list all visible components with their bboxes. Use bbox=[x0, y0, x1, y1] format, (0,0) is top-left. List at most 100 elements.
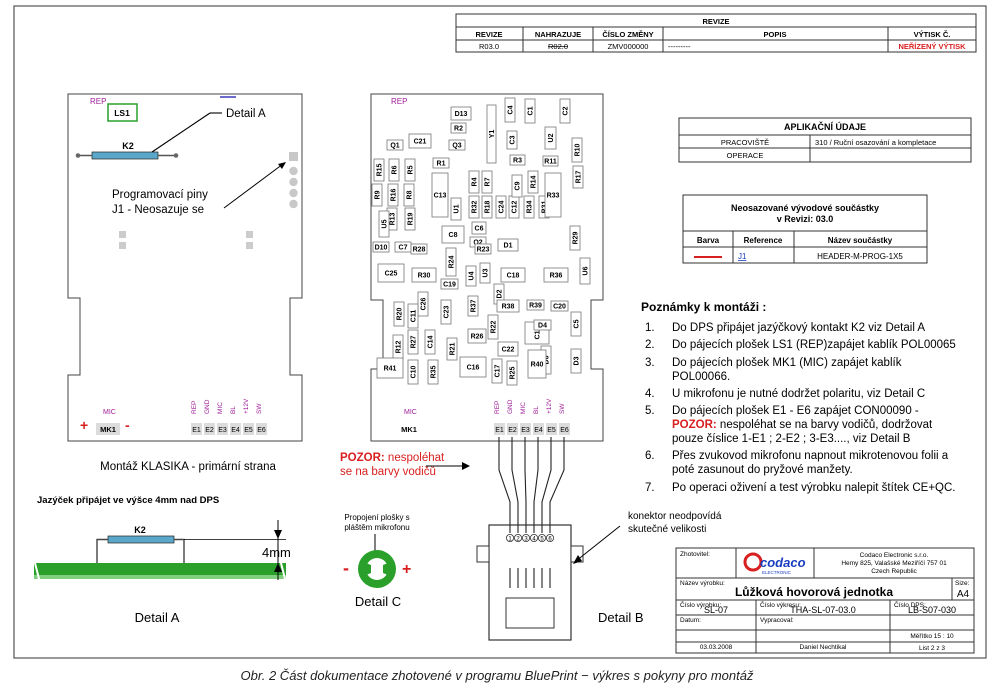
left-pad-e-6: E6 bbox=[257, 427, 266, 434]
component-c22: C22 bbox=[502, 347, 515, 354]
dim-label: 4mm bbox=[262, 545, 291, 560]
component-r22: R22 bbox=[491, 320, 498, 333]
tb-scale-label: Měřítko bbox=[910, 633, 932, 640]
left-detail-a-label: Detail A bbox=[226, 108, 266, 120]
component-c8: C8 bbox=[449, 232, 458, 239]
component-c25-body bbox=[377, 263, 405, 283]
component-r27: R27 bbox=[411, 335, 418, 348]
detail-b-arrowhead bbox=[462, 462, 470, 470]
center-pad-e-3: E3 bbox=[521, 427, 530, 434]
note-5-text-3: pouze číslice 1-E1 ; 2-E2 ; 3-E3...., vi… bbox=[672, 433, 911, 445]
left-board-outline bbox=[67, 93, 303, 442]
component-r28-body bbox=[410, 243, 428, 255]
center-pad-label-2: GND bbox=[507, 399, 514, 414]
component-d6: D6 bbox=[544, 355, 551, 364]
tb-company-3: Czech Republic bbox=[871, 568, 917, 575]
detail-b-pin-2: 2 bbox=[516, 537, 520, 543]
component-r6: R6 bbox=[392, 165, 399, 174]
detail-b-pin-5-circle bbox=[538, 534, 547, 543]
component-c11-body bbox=[407, 303, 419, 329]
component-u5: U5 bbox=[382, 219, 389, 228]
left-mount-holes bbox=[119, 231, 253, 249]
left-minus: - bbox=[125, 417, 130, 433]
ls1-label: LS1 bbox=[114, 108, 130, 118]
component-c7: C7 bbox=[399, 245, 408, 252]
component-r35: R35 bbox=[431, 365, 438, 378]
prog-pins-label-2: J1 - Neosazuje se bbox=[112, 204, 204, 216]
center-pad-e-4: E4 bbox=[534, 427, 543, 434]
component-c9-body bbox=[511, 174, 523, 198]
component-r9-body bbox=[371, 183, 383, 207]
dim-arrow-bottom bbox=[274, 563, 282, 572]
tb-size-label: Size: bbox=[955, 580, 970, 587]
component-r10: R10 bbox=[575, 143, 582, 156]
detail-b-pin-3: 3 bbox=[524, 537, 528, 543]
component-r2: R2 bbox=[454, 126, 463, 133]
left-pad-label-6: SW bbox=[256, 403, 263, 414]
component-r20: R20 bbox=[397, 307, 404, 320]
center-pad-e-2: E2 bbox=[508, 427, 517, 434]
detail-c-label: Detail C bbox=[355, 594, 401, 609]
component-d13-body bbox=[450, 106, 472, 121]
component-c12: C12 bbox=[512, 200, 519, 213]
component-r39: R39 bbox=[529, 303, 542, 310]
detail-b-pin-4: 4 bbox=[532, 537, 536, 543]
component-r36-body bbox=[543, 267, 569, 283]
note-5-warn-rest: nespoléhat se na barvy vodičů, dodržovat bbox=[717, 419, 933, 431]
application-label-operace: OPERACE bbox=[727, 151, 764, 160]
connector-neck-left bbox=[476, 545, 490, 563]
connector-note-arrowhead bbox=[573, 555, 582, 564]
revision-header-cislo: ČÍSLO ZMĚNY bbox=[602, 30, 653, 39]
left-caption: Montáž KLASIKA - primární strana bbox=[100, 461, 276, 473]
revision-value-cislo: ZMV000000 bbox=[608, 42, 649, 51]
detail-b-pin-4-circle bbox=[530, 534, 539, 543]
component-r34: R34 bbox=[527, 200, 534, 213]
component-r24-body bbox=[445, 247, 457, 277]
unmounted-title-2: v Revizi: 03.0 bbox=[777, 214, 834, 224]
component-r8: R8 bbox=[407, 190, 414, 199]
detail-a-break-right bbox=[279, 558, 287, 584]
component-r16-body bbox=[387, 183, 399, 207]
component-c11: C11 bbox=[411, 310, 418, 323]
note-3-num: 3. bbox=[645, 357, 655, 369]
note-5-text-1: Do pájecích plošek E1 - E6 zapájet CON00… bbox=[672, 405, 919, 417]
unmounted-part-name: HEADER-M-PROG-1X5 bbox=[817, 252, 903, 261]
assembly-notes: Poznámky k montáži : 1. Do DPS připájet … bbox=[641, 300, 956, 494]
component-r23: R23 bbox=[477, 247, 490, 254]
component-c8-body bbox=[441, 225, 465, 244]
center-pad-label-5: +12V bbox=[546, 398, 553, 414]
detail-a-label: Detail A bbox=[135, 610, 180, 625]
tb-logo-mark bbox=[743, 552, 763, 572]
component-c13: C13 bbox=[434, 193, 447, 200]
component-r34-body bbox=[523, 195, 535, 219]
revision-value-revize: R03.0 bbox=[479, 42, 499, 51]
component-q3-body bbox=[448, 139, 466, 151]
tb-author-label: Vypracoval: bbox=[760, 617, 794, 624]
component-r22-body bbox=[487, 314, 499, 340]
detail-a-break-left bbox=[33, 558, 41, 584]
center-pad-3 bbox=[520, 423, 531, 435]
detail-b-pin-2-circle bbox=[514, 534, 523, 543]
center-pad-4 bbox=[533, 423, 544, 435]
left-k2-reed bbox=[91, 151, 159, 160]
component-r18-body bbox=[481, 195, 493, 219]
component-r37: R37 bbox=[471, 299, 478, 312]
note-3-text-1: Do pájecích plošek MK1 (MIC) zapájet kab… bbox=[672, 357, 902, 369]
component-r17-body bbox=[572, 165, 584, 189]
revision-value-vytisk: NEŘÍZENÝ VÝTISK bbox=[898, 42, 966, 51]
center-mk1-label: MK1 bbox=[401, 425, 417, 434]
revision-header-vytisk: VÝTISK Č. bbox=[914, 30, 951, 39]
left-mk1-label: MK1 bbox=[100, 425, 116, 434]
note-2-text: Do pájecích plošek LS1 (REP)zapájet kabl… bbox=[672, 339, 956, 351]
left-pad-label-2: GND bbox=[204, 399, 211, 414]
component-c5: C5 bbox=[574, 319, 581, 328]
left-k2-label: K2 bbox=[122, 141, 134, 151]
component-r2-body bbox=[450, 122, 467, 134]
component-r18: R18 bbox=[485, 200, 492, 213]
component-r37-body bbox=[467, 295, 479, 317]
microphone-tab-right bbox=[383, 561, 393, 577]
component-c15: C15 bbox=[535, 326, 542, 339]
unmounted-header-barva: Barva bbox=[697, 236, 720, 245]
